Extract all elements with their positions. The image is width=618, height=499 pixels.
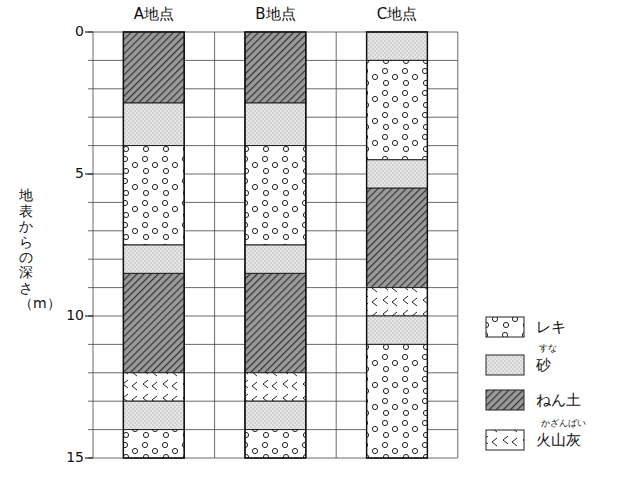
legend-swatch xyxy=(486,317,524,337)
stratum-layer xyxy=(245,273,306,372)
stratum-layer xyxy=(123,103,184,146)
column-outline xyxy=(123,32,184,458)
stratum-layer xyxy=(367,288,428,316)
stratum-layer xyxy=(245,103,306,146)
legend-swatch xyxy=(486,430,524,450)
stratum-layer xyxy=(123,32,184,103)
stratum-layer xyxy=(245,401,306,429)
stratum-layer xyxy=(123,273,184,372)
stratum-layer xyxy=(367,316,428,344)
axis-number: 0 xyxy=(75,24,84,39)
site-name: B地点 xyxy=(255,6,295,23)
stratum-layer xyxy=(123,430,184,458)
legend-text: 砂 xyxy=(536,357,551,374)
stratum-layer xyxy=(245,146,306,245)
legend-text: ねん土 xyxy=(536,392,581,409)
stratum-layer xyxy=(367,188,428,287)
stratum-layer xyxy=(245,430,306,458)
site-name: A地点 xyxy=(134,6,174,23)
stratum-layer xyxy=(367,160,428,188)
column-outline xyxy=(245,32,306,458)
legend-swatch xyxy=(486,390,524,410)
legend-text: 火山灰 xyxy=(536,432,581,449)
axis-tick xyxy=(85,457,93,458)
ruby: かざんばい xyxy=(541,419,586,429)
stratum-layer xyxy=(123,373,184,401)
axis-number: 5 xyxy=(75,166,84,181)
ruby: すな xyxy=(539,344,557,354)
site-name: C地点 xyxy=(377,6,417,23)
legend-swatch xyxy=(486,355,524,375)
axis-number: 10 xyxy=(66,308,84,323)
axis-tick xyxy=(85,173,93,174)
stratum-layer xyxy=(123,146,184,245)
legend-text: レキ xyxy=(536,319,566,336)
stratum-layer xyxy=(123,401,184,429)
stratum-layer xyxy=(367,60,428,159)
stratum-layer xyxy=(245,373,306,401)
stratum-layer xyxy=(123,245,184,273)
axis-title: 地表からの深さ（m） xyxy=(19,188,33,311)
axis-tick xyxy=(85,315,93,316)
grid-line xyxy=(214,32,215,458)
axis-number: 15 xyxy=(66,450,84,465)
stratum-layer xyxy=(367,344,428,458)
grid-line xyxy=(457,32,458,458)
stratum-layer xyxy=(245,245,306,273)
grid-line xyxy=(93,32,94,458)
stratum-layer xyxy=(245,32,306,103)
column-outline xyxy=(367,32,428,458)
stratum-layer xyxy=(367,32,428,60)
grid-line xyxy=(336,32,337,458)
axis-tick xyxy=(85,31,93,32)
